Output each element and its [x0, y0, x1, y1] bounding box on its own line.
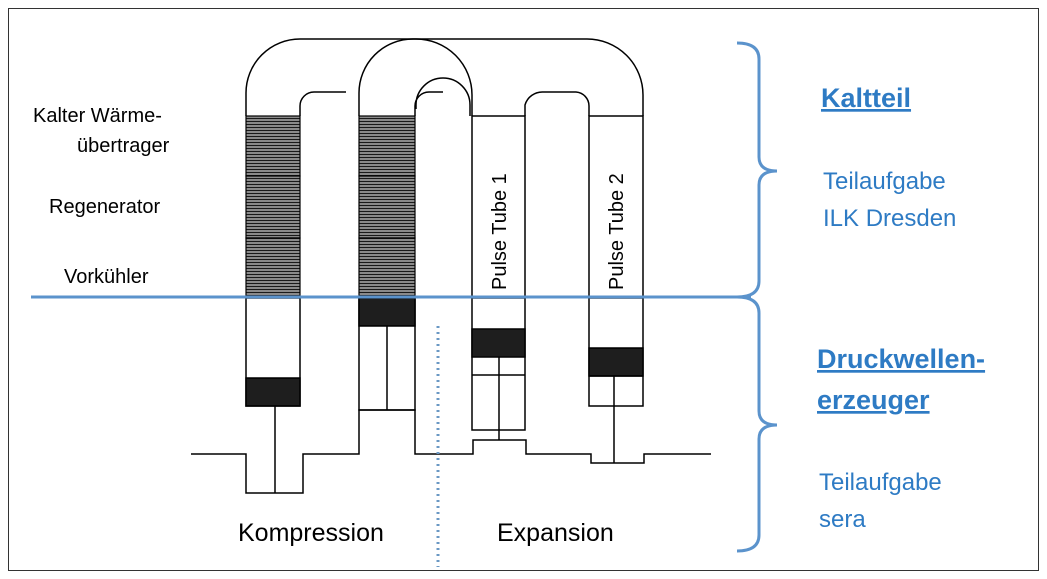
heading-druckwellen-2: erzeuger — [817, 385, 930, 415]
label-vorkuehler: Vorkühler — [64, 266, 149, 288]
regenerator-2 — [358, 175, 416, 239]
heading-kaltteil: Kaltteil — [821, 83, 911, 113]
cold-heat-exchanger-1 — [245, 115, 301, 177]
druckwellen-sub-line2: sera — [819, 506, 866, 533]
piston-2 — [358, 297, 416, 327]
regenerator-column-1 — [245, 115, 301, 299]
heading-druckwellen-1: Druckwellen- — [817, 344, 985, 374]
label-kompression: Kompression — [238, 519, 384, 547]
regenerator-1 — [245, 175, 301, 239]
aftercooler-1 — [245, 237, 301, 299]
druckwellen-bracket — [736, 295, 778, 553]
druckwellen-sub-line1: Teilaufgabe — [819, 469, 942, 496]
compressor-cylinder-1 — [245, 297, 301, 493]
piston-1 — [245, 377, 301, 407]
pulse-tube-diagram: Kalter Wärme- übertrager Regenerator Vor… — [31, 38, 985, 567]
piston-3 — [471, 328, 526, 358]
outer-arch-right — [358, 38, 644, 116]
label-regenerator: Regenerator — [49, 196, 161, 218]
label-expansion: Expansion — [497, 519, 614, 547]
kaltteil-bracket — [736, 41, 778, 299]
compressor-cylinder-2 — [358, 297, 416, 411]
label-pulse-tube-1: Pulse Tube 1 — [489, 173, 511, 290]
cold-heat-exchanger-2 — [358, 115, 416, 177]
piston-4 — [588, 347, 644, 377]
regenerator-column-2 — [358, 115, 416, 299]
diagram-frame: Kalter Wärme- übertrager Regenerator Vor… — [8, 8, 1039, 571]
aftercooler-2 — [358, 237, 416, 299]
expander-cylinder-2 — [588, 297, 644, 463]
label-pulse-tube-2: Pulse Tube 2 — [606, 173, 628, 290]
pulse-tube-2-body — [588, 115, 644, 299]
kaltteil-sub-line1: Teilaufgabe — [823, 168, 946, 195]
label-kalter-waerme-2: übertrager — [77, 135, 170, 157]
drive-mechanism — [191, 409, 711, 494]
label-kalter-waerme-1: Kalter Wärme- — [33, 105, 162, 127]
pulse-tube-1-body — [471, 115, 526, 299]
expander-cylinder-1 — [471, 297, 526, 440]
kaltteil-sub-line2: ILK Dresden — [823, 205, 956, 232]
